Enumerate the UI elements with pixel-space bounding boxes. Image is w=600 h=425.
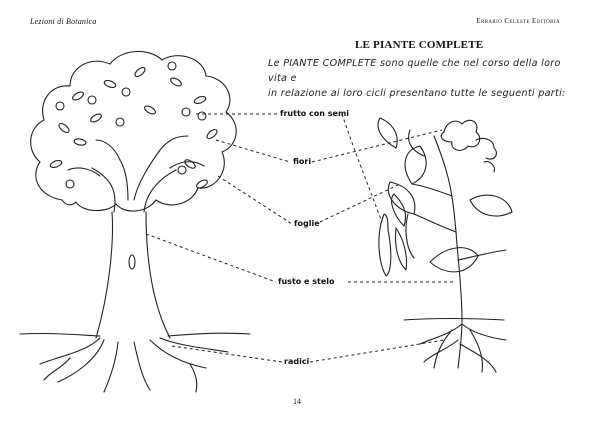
page-number: 14 <box>293 397 301 406</box>
plant-leaf <box>388 181 416 215</box>
label-leaves: foglie <box>294 219 320 228</box>
label-stem: fusto e stelo <box>278 277 335 286</box>
label-flowers: fiori <box>293 157 312 166</box>
plant-flower <box>475 137 497 160</box>
connector-lines <box>145 113 456 363</box>
plant-leaf <box>391 193 407 227</box>
header-publisher: Erbario Celeste Editoria <box>476 17 560 25</box>
tree-canopy <box>30 50 237 212</box>
connector-stem-tree <box>145 233 277 283</box>
header-book-title: Lezioni di Botanica <box>30 17 97 26</box>
connector-fruit-plant <box>341 113 383 223</box>
connector-flowers-plant <box>311 129 443 163</box>
intro-text: Le PIANTE COMPLETE sono quelle che nel c… <box>268 56 573 101</box>
connector-roots-tree <box>171 345 283 363</box>
plant-bean-pod <box>405 213 415 259</box>
tree-apples <box>55 61 207 189</box>
intro-line-1: Le PIANTE COMPLETE sono quelle che nel c… <box>268 58 561 84</box>
tree-leaves <box>49 66 218 189</box>
plant-bean-pod <box>394 227 408 271</box>
bean-plant-drawing <box>377 117 513 373</box>
plant-roots <box>419 319 507 373</box>
label-fruit-with-seeds: frutto con semi <box>280 109 350 118</box>
connector-leaves-plant <box>319 183 401 223</box>
plant-leaf <box>377 117 398 149</box>
connector-leaves-tree <box>217 175 293 225</box>
connector-flowers-tree <box>215 139 291 163</box>
plant-leaf <box>429 247 479 273</box>
plant-flower <box>483 161 495 173</box>
intro-line-2: in relazione ai loro cicli presentano tu… <box>268 88 566 99</box>
tree-drawing <box>19 50 251 393</box>
tree-roots <box>39 337 229 393</box>
tree-trunk <box>95 211 171 339</box>
plant-stem <box>433 135 463 321</box>
plant-leaf <box>469 194 513 217</box>
connector-roots-plant <box>309 339 445 363</box>
plant-flower <box>440 119 481 151</box>
plant-bean-pod <box>378 213 392 277</box>
page-title: LE PIANTE COMPLETE <box>355 39 484 51</box>
label-roots: radici <box>284 357 310 366</box>
plant-leaf <box>404 145 427 185</box>
plant-leaf <box>407 129 425 157</box>
